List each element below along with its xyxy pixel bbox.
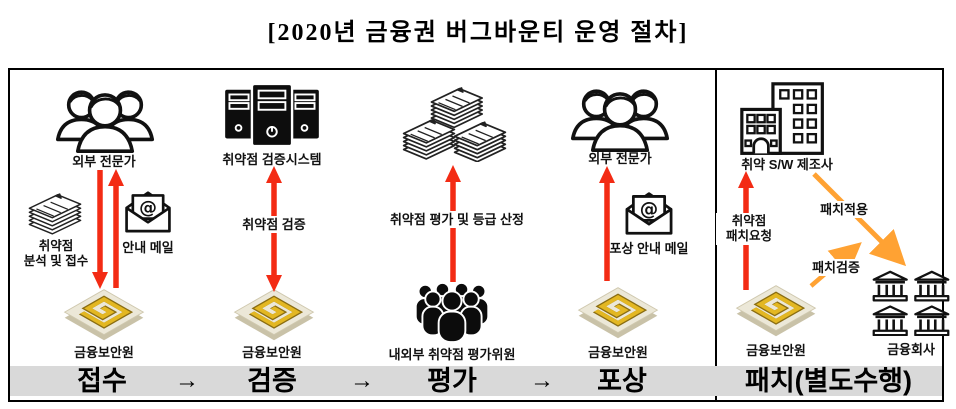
reception-org-label: 금융보안원: [74, 345, 134, 360]
reward-expert-label: 외부 전문가: [588, 151, 652, 166]
diagram-frame: 외부 전문가 취약점 분석 및 접수 @: [8, 68, 950, 402]
reception-down-arrow: [92, 170, 108, 289]
reception-up-arrow: [108, 169, 124, 288]
server-system-icon: [225, 83, 319, 148]
verification-system-label: 취약점 검증시스템: [222, 152, 322, 167]
band-stage-evaluation: 평가: [427, 366, 477, 396]
page-title: [2020년 금융권 버그바운티 운영 절차]: [267, 20, 689, 46]
software-vendor-building-icon: [740, 82, 824, 155]
verification-arrow-label: 취약점 검증: [222, 216, 326, 233]
patch-request-label-line2: 패치요청: [725, 229, 772, 243]
reward-mail-label: 포상 안내 메일: [609, 241, 689, 256]
stage-band: 접수 → 검증 → 평가 → 포상 패치(별도수행): [10, 366, 942, 396]
people-group-outline-icon: [570, 89, 670, 152]
reward-up-arrow: [599, 166, 615, 281]
reception-expert-label: 외부 전문가: [72, 154, 136, 169]
reception-submit-label: 취약점 분석 및 접수: [10, 239, 102, 269]
mail-icon: @: [125, 191, 171, 233]
fsi-logo: [233, 289, 315, 341]
patch-vendor-label: 취약 S/W 제조사: [741, 157, 833, 172]
band-flow-arrow: →: [175, 367, 199, 394]
patch-apply-label: 패치적용: [806, 201, 882, 218]
band-stage-patch: 패치(별도수행): [744, 366, 913, 396]
band-flow-arrow: →: [530, 367, 554, 394]
committee-people-icon: [414, 281, 490, 343]
verification-org-label: 금융보안원: [242, 345, 302, 360]
patch-company-label: 금융회사: [887, 342, 935, 357]
band-stage-reception: 접수: [77, 366, 127, 396]
fsi-logo: [63, 289, 145, 341]
paper-stacks-icon: [402, 87, 507, 162]
svg-text:@: @: [640, 199, 658, 220]
evaluation-up-arrow: [445, 165, 461, 282]
financial-companies-banks-icon: [872, 270, 950, 336]
patch-request-label-line1: 취약점: [731, 214, 767, 228]
reception-submit-label-line1: 취약점: [38, 239, 74, 253]
paper-stack-icon: [28, 193, 82, 235]
evaluation-arrow-label: 취약점 평가 및 등급 산정: [370, 211, 544, 228]
band-flow-arrow: →: [350, 367, 374, 394]
patch-org-label: 금융보안원: [746, 343, 806, 358]
reception-mail-label: 안내 메일: [122, 240, 174, 255]
fsi-logo: [735, 285, 817, 337]
mail-icon: @: [625, 192, 673, 235]
band-stage-verification: 검증: [247, 366, 297, 396]
people-group-outline-icon: [55, 90, 155, 153]
patch-verify-label: 패치검증: [798, 259, 874, 276]
reward-org-label: 금융보안원: [588, 345, 648, 360]
svg-text:@: @: [139, 197, 157, 218]
patch-request-label: 취약점 패치요청: [716, 213, 782, 245]
evaluation-committee-label: 내외부 취약점 평가위원: [388, 347, 516, 362]
band-stage-reward: 포상: [597, 366, 647, 396]
fsi-logo: [577, 287, 659, 339]
reception-submit-label-line2: 분석 및 접수: [23, 254, 89, 268]
